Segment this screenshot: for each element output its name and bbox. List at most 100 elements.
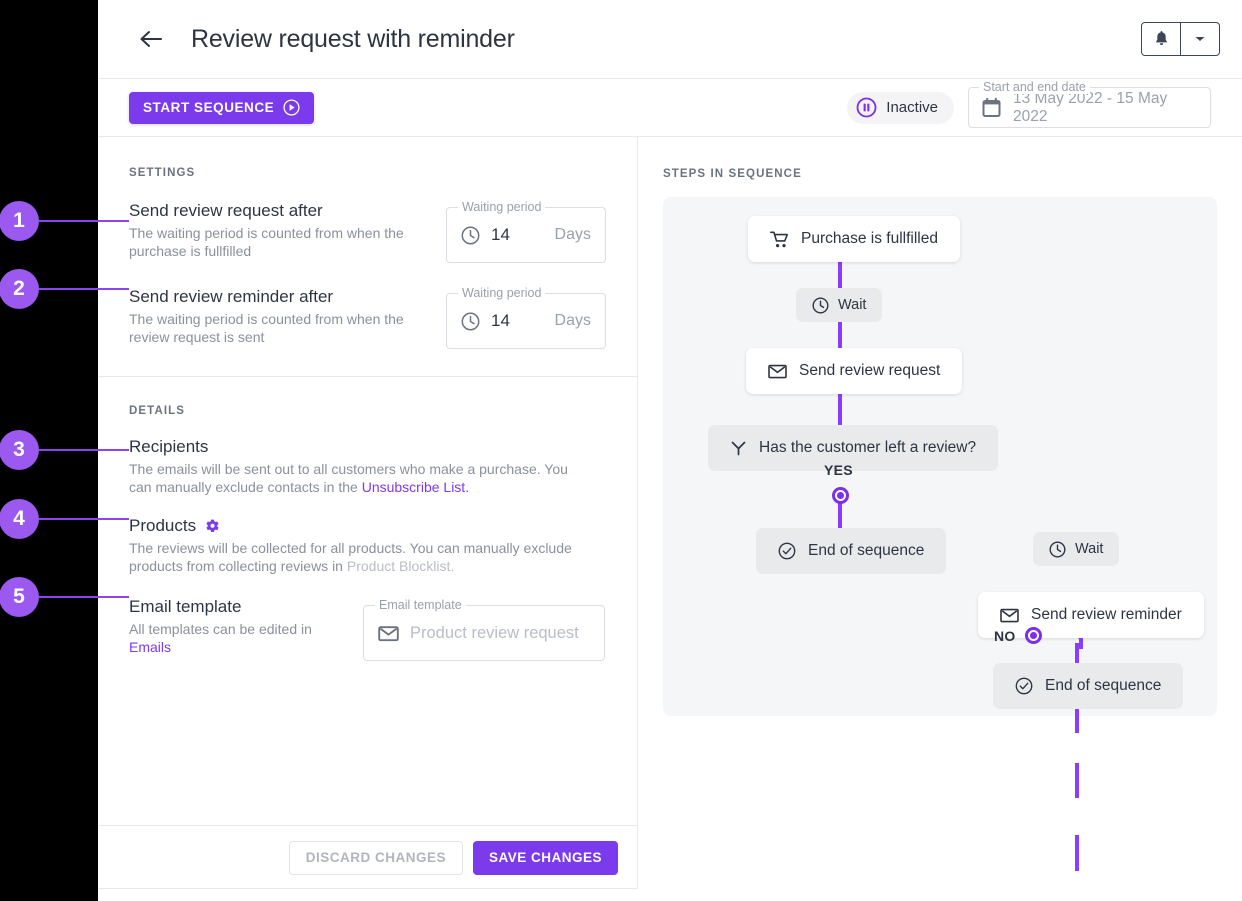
setting-row-review-reminder: Send review reminder after The waiting p… xyxy=(129,285,637,349)
step-node-end-of-sequence-no[interactable]: End of sequence xyxy=(993,663,1184,709)
setting-description: The waiting period is counted from when … xyxy=(129,225,404,259)
products-title: Products xyxy=(129,516,197,535)
waiting-period-value: 14 xyxy=(491,311,510,330)
callout-leader xyxy=(39,518,129,520)
waiting-period-unit: Days xyxy=(554,226,591,243)
start-sequence-button[interactable]: START SEQUENCE xyxy=(129,91,315,124)
sequence-toolbar: START SEQUENCE Inactive xyxy=(98,79,1242,137)
recipients-title: Recipients xyxy=(129,437,209,456)
branch-dot-yes[interactable] xyxy=(832,487,849,504)
callout-leader xyxy=(39,220,129,222)
waiting-period-legend: Waiting period xyxy=(458,286,546,300)
pause-circle-icon xyxy=(856,97,877,118)
waiting-period-legend: Waiting period xyxy=(458,200,546,214)
step-label: Send review reminder xyxy=(1031,606,1182,623)
step-label: Has the customer left a review? xyxy=(759,439,977,456)
clock-icon xyxy=(812,296,829,314)
play-circle-icon xyxy=(283,99,300,116)
step-node-wait-2[interactable]: Wait xyxy=(1033,532,1120,566)
notification-button[interactable] xyxy=(1142,23,1180,55)
header-actions xyxy=(1141,22,1220,56)
arrow-left-icon xyxy=(140,31,162,47)
products-desc-text: The reviews will be collected for all pr… xyxy=(129,540,572,574)
email-template-title: Email template xyxy=(129,597,242,616)
callout-1: 1 xyxy=(0,201,129,241)
emails-link[interactable]: Emails xyxy=(129,638,172,655)
callout-2: 2 xyxy=(0,269,129,309)
settings-panel: SETTINGS Send review request after The w… xyxy=(98,137,638,889)
products-title-row: Products xyxy=(129,516,637,536)
page-header: Review request with reminder xyxy=(98,0,1242,79)
gear-icon[interactable] xyxy=(205,519,220,534)
details-recipients: Recipients The emails will be sent out t… xyxy=(129,437,637,496)
email-template-description: All templates can be edited in Emails xyxy=(129,621,349,656)
date-range-field[interactable]: Start and end date 13 May 2022 - 15 May … xyxy=(968,80,1211,128)
step-label: End of sequence xyxy=(1045,677,1162,694)
callout-5: 5 xyxy=(0,577,129,617)
calendar-icon xyxy=(981,97,1002,118)
edge-sendreq-condition xyxy=(838,387,842,429)
step-node-send-review-reminder[interactable]: Send review reminder xyxy=(978,592,1204,638)
step-label: Wait xyxy=(838,297,867,313)
callout-4: 4 xyxy=(0,499,129,539)
branch-label-yes: YES xyxy=(824,462,853,478)
product-blocklist-link[interactable]: Product Blocklist. xyxy=(346,557,455,574)
callout-badge: 3 xyxy=(0,430,39,470)
split-divider xyxy=(1180,23,1181,55)
step-label: Purchase is fullfilled xyxy=(801,230,938,247)
recipients-description: The emails will be sent out to all custo… xyxy=(129,461,589,496)
unsubscribe-list-link[interactable]: Unsubscribe List. xyxy=(361,478,470,495)
status-label: Inactive xyxy=(886,99,938,116)
setting-title: Send review reminder after xyxy=(129,287,334,306)
step-node-wait-1[interactable]: Wait xyxy=(796,288,883,322)
edge-wait2-sendrem xyxy=(1075,763,1079,798)
step-label: End of sequence xyxy=(808,542,925,559)
setting-text: Send review reminder after The waiting p… xyxy=(129,285,429,346)
waiting-period-field-request[interactable]: Waiting period 14 Days xyxy=(446,200,606,263)
setting-description: The waiting period is counted from when … xyxy=(129,311,404,345)
step-node-condition[interactable]: Has the customer left a review? xyxy=(708,425,999,471)
setting-text: Send review request after The waiting pe… xyxy=(129,199,429,260)
waiting-period-value: 14 xyxy=(491,225,510,244)
toolbar-right: Inactive Start and end date 13 May 2022 … xyxy=(847,80,1211,128)
envelope-icon xyxy=(1000,608,1019,623)
branch-dot-no[interactable] xyxy=(1025,627,1042,644)
clock-icon xyxy=(1049,540,1066,558)
cart-icon xyxy=(770,230,789,249)
callout-badge: 1 xyxy=(0,201,39,241)
status-badge[interactable]: Inactive xyxy=(847,91,954,124)
email-template-field[interactable]: Email template Product review request xyxy=(363,598,605,661)
settings-section-label: SETTINGS xyxy=(129,167,196,179)
waiting-period-field-reminder[interactable]: Waiting period 14 Days xyxy=(446,286,606,349)
setting-row-review-request: Send review request after The waiting pe… xyxy=(129,199,637,263)
edge-yes-end xyxy=(838,497,842,532)
edge-sendrem-end xyxy=(1075,835,1079,871)
sequence-section-header: STEPS IN SEQUENCE xyxy=(663,168,802,180)
envelope-icon xyxy=(768,364,787,379)
start-sequence-label: START SEQUENCE xyxy=(143,100,275,115)
back-button[interactable] xyxy=(138,26,164,52)
check-circle-icon xyxy=(778,542,796,560)
notification-split-button xyxy=(1141,22,1220,56)
clock-icon xyxy=(461,312,480,331)
step-label: Send review request xyxy=(799,362,941,379)
save-changes-button[interactable]: SAVE CHANGES xyxy=(472,840,618,875)
callout-badge: 5 xyxy=(0,577,39,617)
notification-dropdown-button[interactable] xyxy=(1181,23,1219,55)
step-node-send-review-request[interactable]: Send review request xyxy=(746,348,963,394)
branch-label-no: NO xyxy=(994,628,1016,644)
step-node-purchase[interactable]: Purchase is fullfilled xyxy=(748,216,960,262)
settings-details-divider xyxy=(98,376,637,377)
callout-3: 3 xyxy=(0,430,129,470)
step-node-end-of-sequence-yes[interactable]: End of sequence xyxy=(756,528,947,574)
sequence-canvas: YES NO Purchase is fullfilled xyxy=(663,197,1217,871)
settings-section: SETTINGS Send review request after The w… xyxy=(98,137,637,349)
email-template-value: Product review request xyxy=(410,623,579,642)
chevron-down-icon xyxy=(1195,37,1205,41)
form-footer: DISCARD CHANGES SAVE CHANGES xyxy=(98,825,638,889)
details-section: DETAILS Recipients The emails will be se… xyxy=(98,377,637,661)
email-template-legend: Email template xyxy=(375,598,466,612)
discard-changes-button[interactable]: DISCARD CHANGES xyxy=(288,840,463,875)
callout-leader xyxy=(39,596,129,598)
